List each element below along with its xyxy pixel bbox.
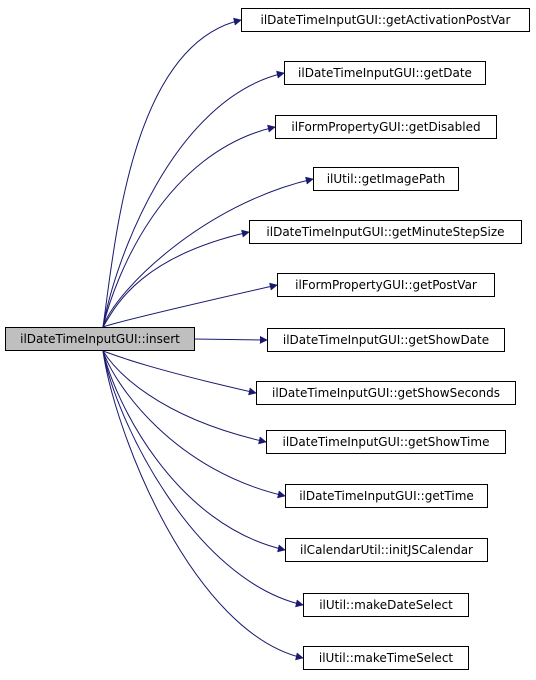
node-label: ilCalendarUtil::initJSCalendar	[300, 543, 473, 557]
edge-7	[102, 350, 257, 396]
node-label: ilFormPropertyGUI::getDisabled	[291, 120, 481, 134]
edge-9	[102, 350, 286, 499]
edge-8	[102, 350, 267, 445]
node-label: ilDateTimeInputGUI::getShowSeconds	[272, 386, 500, 400]
node-get-show-time[interactable]: ilDateTimeInputGUI::getShowTime	[266, 430, 506, 454]
edge-3	[102, 176, 314, 328]
node-label: ilDateTimeInputGUI::getTime	[299, 489, 474, 503]
node-get-date[interactable]: ilDateTimeInputGUI::getDate	[284, 61, 486, 85]
node-get-image-path[interactable]: ilUtil::getImagePath	[313, 167, 459, 191]
node-get-show-seconds[interactable]: ilDateTimeInputGUI::getShowSeconds	[256, 381, 516, 405]
node-label: ilUtil::makeDateSelect	[319, 598, 453, 612]
edge-6	[192, 335, 268, 344]
node-get-post-var[interactable]: ilFormPropertyGUI::getPostVar	[277, 273, 495, 297]
edge-11	[102, 350, 304, 608]
node-label: ilUtil::makeTimeSelect	[318, 651, 454, 665]
node-label: ilDateTimeInputGUI::getMinuteStepSize	[266, 225, 505, 239]
node-make-date-select[interactable]: ilUtil::makeDateSelect	[303, 593, 469, 617]
edge-1	[102, 70, 285, 328]
edge-4	[102, 229, 250, 328]
node-get-activation-post-var[interactable]: ilDateTimeInputGUI::getActivationPostVar	[241, 8, 530, 32]
node-make-time-select[interactable]: ilUtil::makeTimeSelect	[303, 646, 469, 670]
node-init-js-calendar[interactable]: ilCalendarUtil::initJSCalendar	[285, 538, 488, 562]
node-label: ilDateTimeInputGUI::getShowDate	[282, 333, 490, 347]
edge-12	[102, 350, 304, 661]
node-root-label: ilDateTimeInputGUI::insert	[20, 332, 180, 346]
node-label: ilDateTimeInputGUI::getDate	[298, 66, 472, 80]
node-get-show-date[interactable]: ilDateTimeInputGUI::getShowDate	[267, 328, 505, 352]
node-label: ilDateTimeInputGUI::getActivationPostVar	[260, 13, 511, 27]
node-label: ilDateTimeInputGUI::getShowTime	[282, 435, 490, 449]
node-label: ilUtil::getImagePath	[326, 172, 446, 186]
edge-5	[102, 282, 278, 328]
node-root[interactable]: ilDateTimeInputGUI::insert	[5, 327, 195, 351]
node-get-time[interactable]: ilDateTimeInputGUI::getTime	[285, 484, 488, 508]
edge-2	[102, 124, 276, 328]
edge-10	[102, 350, 286, 553]
node-get-minute-step-size[interactable]: ilDateTimeInputGUI::getMinuteStepSize	[249, 220, 522, 244]
node-label: ilFormPropertyGUI::getPostVar	[295, 278, 477, 292]
node-get-disabled[interactable]: ilFormPropertyGUI::getDisabled	[275, 115, 497, 139]
edge-0	[102, 17, 242, 328]
